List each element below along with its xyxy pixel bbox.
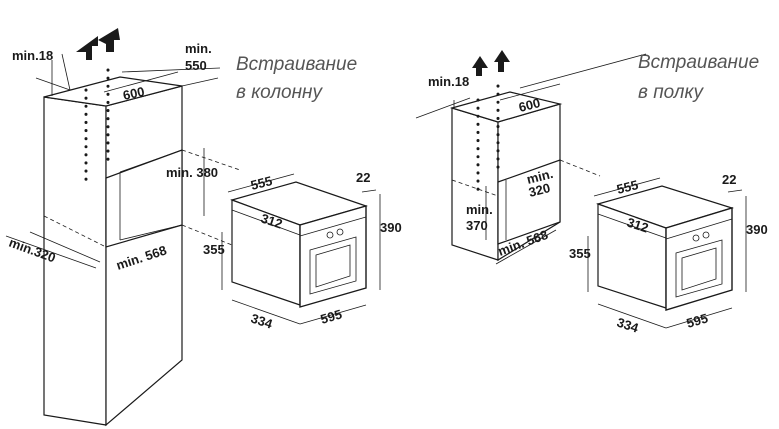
right-cabinet-dimensions: [415, 53, 647, 265]
oven-right: [596, 185, 735, 311]
r-min320-label-b: 320: [527, 180, 552, 200]
left-cabinet-dimensions: [5, 53, 221, 269]
r-min320-label-a: min.: [525, 166, 555, 187]
min380-label: min. 380: [166, 165, 218, 180]
r-oven-depth-555: 555: [615, 177, 640, 197]
oven-depth-555: 555: [249, 173, 274, 193]
min550-label-a: min.: [185, 41, 212, 56]
r-oven-334: 334: [615, 315, 641, 336]
r-oven-312: 312: [625, 215, 650, 236]
airflow-arrow-icon: [98, 28, 120, 52]
min550-label-b: 550: [185, 58, 207, 73]
r-min370-label-a: min.: [466, 202, 493, 217]
caption-shelf-line2: в полку: [638, 82, 704, 103]
oven-334: 334: [249, 311, 275, 332]
r-width600-label: 600: [517, 95, 542, 115]
shelf-cabinet: [449, 84, 601, 262]
airflow-arrow-icon: [494, 50, 510, 72]
airflow-arrow-icon: [76, 36, 98, 60]
r-oven-595: 595: [685, 310, 710, 330]
r-oven-22: 22: [722, 172, 736, 187]
r-min18-label: min.18: [428, 74, 469, 89]
caption-shelf-line1: Встраивание: [638, 52, 759, 73]
airflow-arrow-icon: [472, 56, 488, 76]
min18-label: min.18: [12, 48, 53, 63]
r-oven-390: 390: [746, 222, 768, 237]
right-oven-dimensions: [587, 177, 747, 329]
caption-column-line1: Встраивание: [236, 54, 357, 75]
r-min370-label-b: 370: [466, 218, 488, 233]
left-oven-dimensions: [221, 173, 381, 325]
oven-355: 355: [203, 242, 225, 257]
column-cabinet: [43, 68, 241, 427]
oven-22: 22: [356, 170, 370, 185]
oven-595: 595: [319, 306, 344, 326]
oven-left: [230, 181, 368, 308]
width600-label: 600: [122, 84, 146, 103]
r-oven-355: 355: [569, 246, 591, 261]
caption-column-line2: в колонну: [236, 82, 324, 103]
oven-390: 390: [380, 220, 402, 235]
oven-312: 312: [259, 211, 284, 232]
